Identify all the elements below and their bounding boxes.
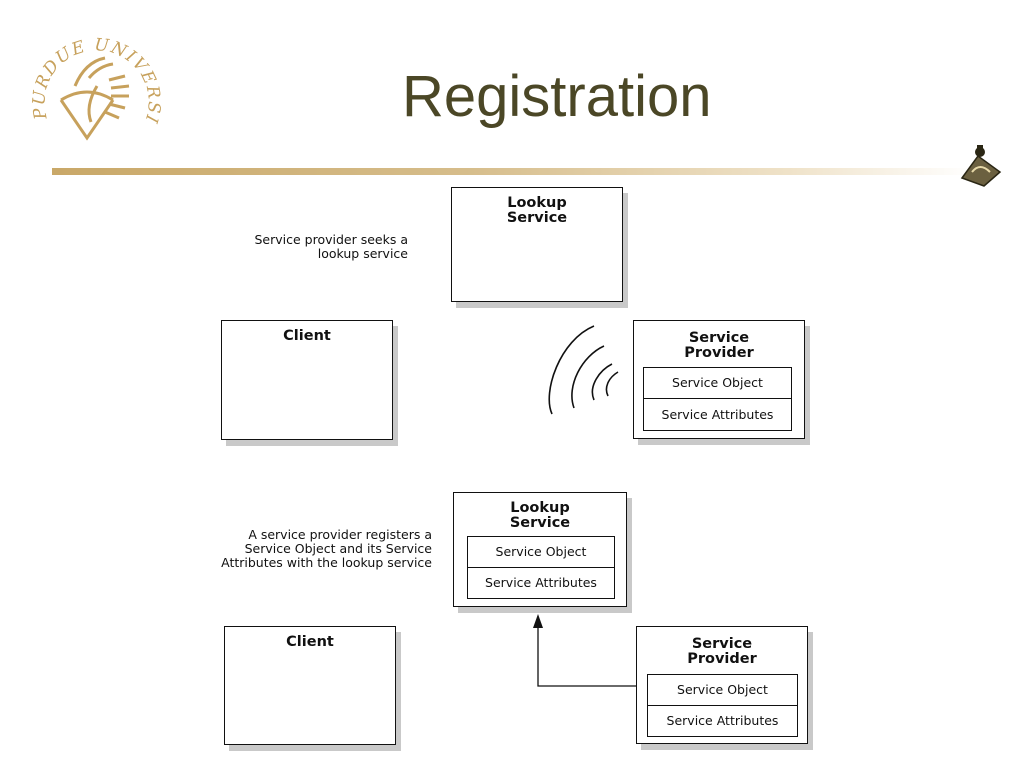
broadcast-waves-icon <box>548 325 619 415</box>
bottom-provider-service-attributes: Service Attributes <box>666 713 779 728</box>
top-client-box: Client <box>221 320 393 440</box>
top-service-provider-box: Service Provider Service Object Service … <box>633 320 805 439</box>
top-provider-inner-table: Service Object Service Attributes <box>643 367 792 431</box>
top-lookup-service-box: Lookup Service <box>451 187 623 302</box>
bottom-lookup-row-divider <box>468 567 614 568</box>
top-provider-row-divider <box>644 398 791 399</box>
bottom-lookup-title: Lookup Service <box>454 501 626 531</box>
bottom-caption-line-3: Attributes with the lookup service <box>221 555 432 570</box>
bottom-lookup-title-line-2: Service <box>509 515 571 531</box>
bottom-client-box: Client <box>224 626 396 745</box>
top-lookup-title-line-1: Lookup <box>507 195 567 211</box>
top-client-title: Client <box>283 328 331 344</box>
top-provider-title-line-1: Service <box>688 330 750 346</box>
svg-text:PURDUE UNIVERSITY: PURDUE UNIVERSITY <box>25 26 164 126</box>
bottom-provider-inner-table: Service Object Service Attributes <box>647 674 798 737</box>
top-provider-service-attributes: Service Attributes <box>661 407 774 422</box>
top-caption-line-2: lookup service <box>317 246 408 261</box>
bottom-provider-service-object: Service Object <box>677 682 768 697</box>
bottom-caption-line-1: A service provider registers a <box>248 527 432 542</box>
slide-title: Registration <box>402 64 712 129</box>
bottom-lookup-service-box: Lookup Service Service Object Service At… <box>453 492 627 607</box>
bottom-lookup-title-line-1: Lookup <box>510 500 570 516</box>
bottom-lookup-service-attributes: Service Attributes <box>485 575 597 590</box>
bottom-caption: A service provider registers a Service O… <box>170 528 432 570</box>
bottom-client-title: Client <box>286 634 334 650</box>
bottom-caption-line-2: Service Object and its Service <box>244 541 432 556</box>
bottom-provider-title-line-1: Service <box>691 636 753 652</box>
registration-arrow <box>533 614 636 687</box>
top-provider-service-object: Service Object <box>672 375 763 390</box>
university-seal-logo: PURDUE UNIVERSITY <box>25 26 164 141</box>
bottom-provider-row-divider <box>648 705 797 706</box>
bottom-lookup-inner-table: Service Object Service Attributes <box>467 536 615 599</box>
top-caption-line-1: Service provider seeks a <box>254 232 408 247</box>
top-provider-title-line-2: Provider <box>684 345 754 361</box>
bottom-provider-title: Service Provider <box>637 637 807 667</box>
top-lookup-title-line-2: Service <box>506 210 568 226</box>
title-divider <box>52 168 972 175</box>
bottom-service-provider-box: Service Provider Service Object Service … <box>636 626 808 744</box>
top-caption: Service provider seeks a lookup service <box>190 233 408 261</box>
corner-logo-icon <box>960 145 1002 187</box>
top-provider-title: Service Provider <box>634 331 804 361</box>
bottom-provider-title-line-2: Provider <box>687 651 757 667</box>
bottom-lookup-service-object: Service Object <box>495 544 587 559</box>
top-lookup-title: Lookup Service <box>452 196 622 226</box>
